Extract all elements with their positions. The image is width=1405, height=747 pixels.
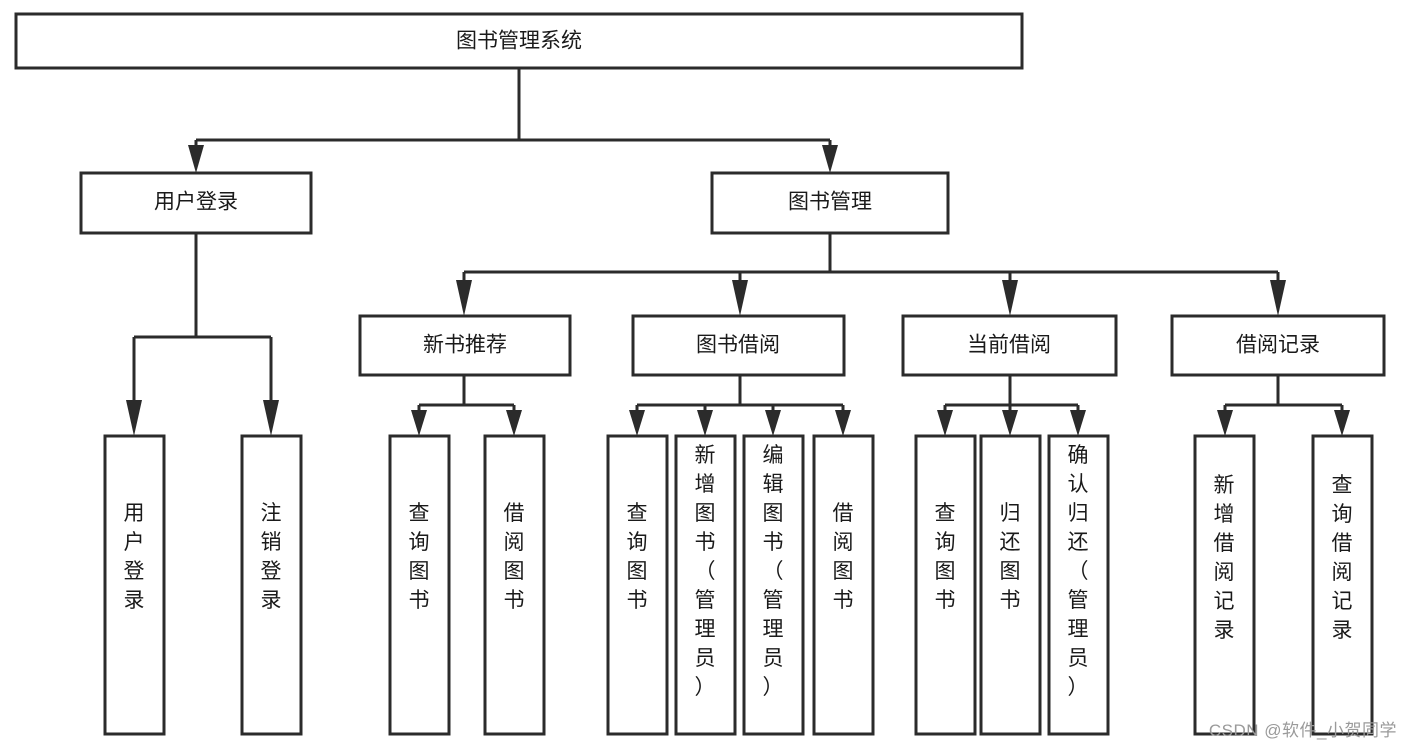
arrow-head-leaf-borrow-book-1 — [506, 410, 522, 436]
node-leaf-query-book-3-box[interactable] — [914, 434, 977, 736]
node-leaf-return-book-box[interactable] — [979, 434, 1042, 736]
node-user-login-box[interactable] — [79, 171, 313, 235]
arrow-head-leaf-edit-book — [765, 410, 781, 436]
arrow-head-leaf-user-login — [126, 400, 142, 436]
node-root[interactable]: 图书管理系统 — [14, 12, 1024, 70]
arrow-head-leaf-add-record — [1217, 410, 1233, 436]
node-new-book-recommend-label: 新书推荐 — [423, 334, 507, 357]
node-leaf-query-book-1-label: 查询图书 — [409, 502, 430, 612]
node-leaf-confirm-return[interactable]: 确认归还（管理员） — [1047, 434, 1110, 736]
node-leaf-borrow-book-1-box[interactable] — [483, 434, 546, 736]
node-book-manage-label: 图书管理 — [788, 191, 872, 214]
node-book-borrow[interactable]: 图书借阅 — [631, 314, 846, 377]
node-leaf-add-record-box[interactable] — [1193, 434, 1256, 736]
node-current-borrow-label: 当前借阅 — [967, 334, 1051, 357]
arrow-head-leaf-query-book-1 — [411, 410, 427, 436]
connector-group-user-login — [126, 233, 279, 436]
connector-group-book-borrow — [629, 375, 851, 436]
node-leaf-query-record-label: 查询借阅记录 — [1332, 474, 1353, 642]
node-leaf-logout-login-box[interactable] — [240, 434, 303, 736]
node-leaf-confirm-return-box[interactable] — [1047, 434, 1110, 736]
node-leaf-borrow-book-2-box[interactable] — [812, 434, 875, 736]
node-current-borrow-box[interactable] — [901, 314, 1118, 377]
arrow-head-book-manage — [822, 145, 838, 173]
node-user-login-label: 用户登录 — [154, 191, 238, 214]
node-leaf-query-book-2-box[interactable] — [606, 434, 669, 736]
arrow-head-user-login — [188, 145, 204, 173]
node-borrow-record-box[interactable] — [1170, 314, 1386, 377]
node-leaf-logout-login[interactable]: 注销登录 — [240, 434, 303, 736]
node-leaf-query-book-1-box[interactable] — [388, 434, 451, 736]
node-leaf-confirm-return-label: 确认归还（管理员） — [1068, 444, 1089, 699]
node-leaf-return-book[interactable]: 归还图书 — [979, 434, 1042, 736]
node-leaf-query-book-3[interactable]: 查询图书 — [914, 434, 977, 736]
node-leaf-add-record-label: 新增借阅记录 — [1214, 474, 1235, 642]
arrow-head-leaf-return-book — [1002, 410, 1018, 436]
node-book-manage-box[interactable] — [710, 171, 950, 235]
connector-group-borrow-record — [1217, 375, 1350, 436]
node-leaf-borrow-book-2[interactable]: 借阅图书 — [812, 434, 875, 736]
node-leaf-edit-book-box[interactable] — [742, 434, 805, 736]
arrow-head-leaf-logout-login — [263, 400, 279, 436]
arrow-head-new-book-recommend — [456, 280, 472, 316]
node-leaf-user-login[interactable]: 用户登录 — [103, 434, 166, 736]
node-new-book-recommend-box[interactable] — [358, 314, 572, 377]
node-leaf-query-book-2-label: 查询图书 — [627, 502, 648, 612]
node-leaf-edit-book[interactable]: 编辑图书（管理员） — [742, 434, 805, 736]
node-book-manage[interactable]: 图书管理 — [710, 171, 950, 235]
node-leaf-query-record[interactable]: 查询借阅记录 — [1311, 434, 1374, 736]
node-leaf-return-book-label: 归还图书 — [1000, 502, 1021, 612]
node-leaf-add-record[interactable]: 新增借阅记录 — [1193, 434, 1256, 736]
connector-group-book-manage — [456, 233, 1286, 316]
arrow-head-leaf-query-book-3 — [937, 410, 953, 436]
node-book-borrow-box[interactable] — [631, 314, 846, 377]
node-leaf-add-book-label: 新增图书（管理员） — [695, 444, 716, 699]
node-leaf-add-book-box[interactable] — [674, 434, 737, 736]
connector-group-current-borrow — [937, 375, 1086, 436]
node-current-borrow[interactable]: 当前借阅 — [901, 314, 1118, 377]
node-new-book-recommend[interactable]: 新书推荐 — [358, 314, 572, 377]
arrow-head-book-borrow — [732, 280, 748, 316]
node-leaf-add-book[interactable]: 新增图书（管理员） — [674, 434, 737, 736]
node-borrow-record[interactable]: 借阅记录 — [1170, 314, 1386, 377]
node-leaf-query-book-2[interactable]: 查询图书 — [606, 434, 669, 736]
node-borrow-record-label: 借阅记录 — [1236, 334, 1320, 357]
arrow-head-leaf-borrow-book-2 — [835, 410, 851, 436]
arrow-head-leaf-query-record — [1334, 410, 1350, 436]
arrow-head-borrow-record — [1270, 280, 1286, 316]
node-leaf-borrow-book-1-label: 借阅图书 — [504, 502, 525, 612]
node-user-login[interactable]: 用户登录 — [79, 171, 313, 235]
node-leaf-query-record-box[interactable] — [1311, 434, 1374, 736]
node-root-label: 图书管理系统 — [456, 30, 582, 53]
arrow-head-current-borrow — [1002, 280, 1018, 316]
node-leaf-borrow-book-2-label: 借阅图书 — [833, 502, 854, 612]
connector-group-root — [188, 68, 838, 173]
node-leaf-edit-book-label: 编辑图书（管理员） — [763, 444, 784, 699]
node-root-box[interactable] — [14, 12, 1024, 70]
arrow-head-leaf-add-book — [697, 410, 713, 436]
node-leaf-user-login-box[interactable] — [103, 434, 166, 736]
node-leaf-borrow-book-1[interactable]: 借阅图书 — [483, 434, 546, 736]
node-leaf-query-book-1[interactable]: 查询图书 — [388, 434, 451, 736]
node-book-borrow-label: 图书借阅 — [696, 334, 780, 357]
node-leaf-logout-login-label: 注销登录 — [261, 502, 282, 612]
arrow-head-leaf-query-book-2 — [629, 410, 645, 436]
arrow-head-leaf-confirm-return — [1070, 410, 1086, 436]
node-leaf-user-login-label: 用户登录 — [124, 502, 145, 612]
connector-group-new-book-recommend — [411, 375, 522, 436]
node-leaf-query-book-3-label: 查询图书 — [935, 502, 956, 612]
